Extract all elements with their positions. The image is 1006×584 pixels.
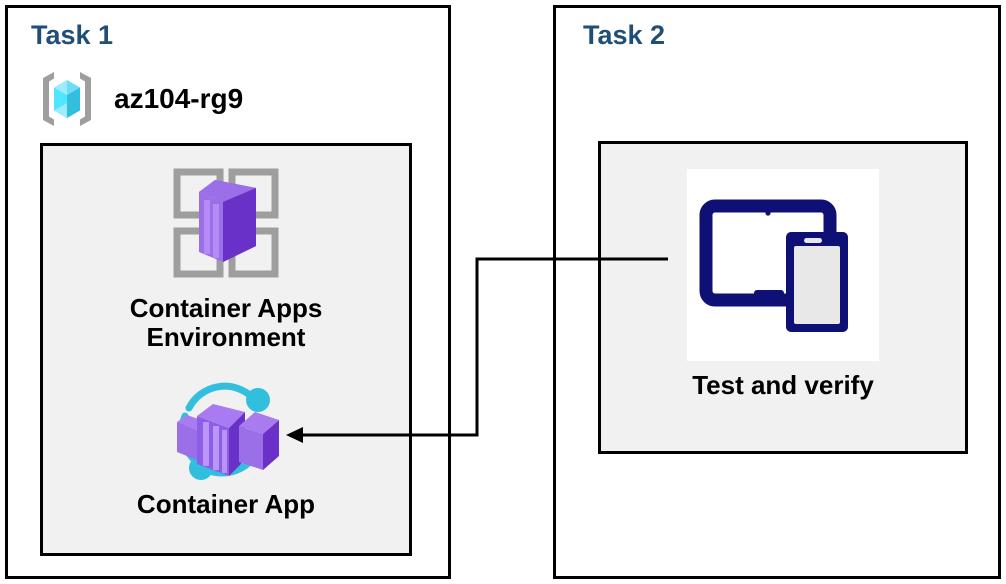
test-devices-icon: [698, 190, 868, 340]
container-apps-environment-icon: [161, 158, 291, 288]
container-app-label: Container App: [136, 489, 316, 519]
resource-group-icon: [34, 66, 100, 132]
node-container-app: Container App: [60, 378, 392, 519]
task-2-title: Task 2: [583, 20, 666, 50]
task-1-title: Task 1: [31, 20, 114, 50]
resource-group-label: az104-rg9: [114, 83, 244, 114]
container-app-icon: [161, 378, 291, 486]
container-apps-environment-label: Container Apps Environment: [129, 293, 323, 353]
resource-group-header: az104-rg9: [34, 60, 304, 138]
test-devices-icon-backdrop: [687, 169, 879, 361]
node-test-and-verify: Test and verify: [620, 169, 946, 400]
test-and-verify-label: Test and verify: [692, 370, 874, 400]
node-container-apps-environment: Container Apps Environment: [60, 158, 392, 352]
